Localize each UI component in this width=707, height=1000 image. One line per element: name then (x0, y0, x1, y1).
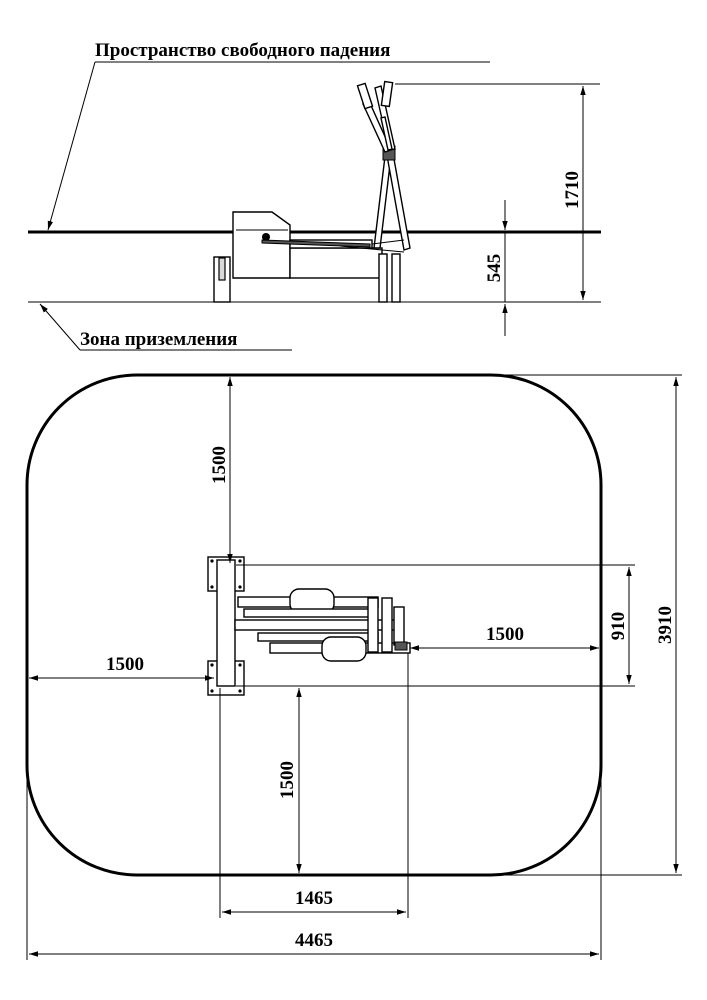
dim-bottom-1500: 1500 (277, 761, 298, 799)
rear-post-left (378, 253, 388, 303)
equipment-side-profile (213, 80, 411, 303)
dim-left-1500: 1500 (106, 654, 144, 675)
seat-body (232, 211, 291, 279)
side-view: Пространство свободного падения Зона при… (28, 40, 601, 351)
dim-3910: 3910 (655, 606, 676, 644)
dim-4465: 4465 (295, 930, 333, 951)
dim-910: 910 (608, 612, 629, 641)
rear-frame-left (367, 597, 379, 653)
dim-1710: 1710 (562, 171, 583, 209)
frame-strut-rear (385, 147, 411, 251)
rear-post-right (391, 253, 401, 303)
lower-seat (321, 636, 367, 662)
seat-pivot (262, 233, 270, 241)
front-beam (216, 559, 236, 687)
dim-top-1500: 1500 (209, 446, 230, 484)
plan-view: 1500 1500 1500 1500 910 3910 1465 4465 (25, 373, 682, 960)
seat-base (289, 247, 383, 279)
dim-right-1500: 1500 (486, 624, 524, 645)
landing-zone-label: Зона приземления (80, 329, 237, 350)
dim-545: 545 (484, 254, 505, 283)
handle-grip-plan (394, 641, 408, 651)
rear-post-plate (393, 606, 405, 646)
landing-zone-leader (39, 303, 81, 351)
handle-grip-2 (380, 80, 394, 108)
fall-space-label: Пространство свободного падения (95, 40, 390, 61)
handle-grip-1 (356, 82, 374, 110)
equipment-top-view (207, 556, 411, 696)
rear-frame-right (381, 597, 393, 653)
fall-space-leader (47, 61, 96, 231)
front-post-plate (218, 257, 226, 281)
dim-1465: 1465 (295, 888, 333, 909)
landing-zone-outline (25, 373, 603, 877)
push-lever (261, 239, 371, 248)
